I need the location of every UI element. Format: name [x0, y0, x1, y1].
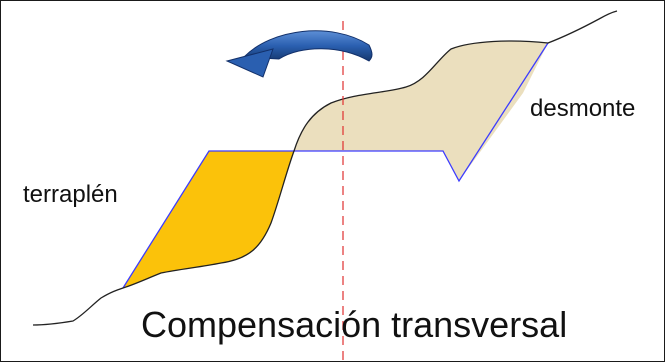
fill-label: terraplén — [23, 181, 118, 208]
cut-area — [294, 41, 548, 181]
diagram-title: Compensación transversal — [141, 304, 568, 345]
curved-arrow-left-icon — [225, 30, 373, 78]
platform-line — [122, 42, 549, 289]
cut-label: desmonte — [530, 95, 636, 122]
fill-area — [123, 151, 294, 288]
terrain-line — [32, 10, 618, 326]
